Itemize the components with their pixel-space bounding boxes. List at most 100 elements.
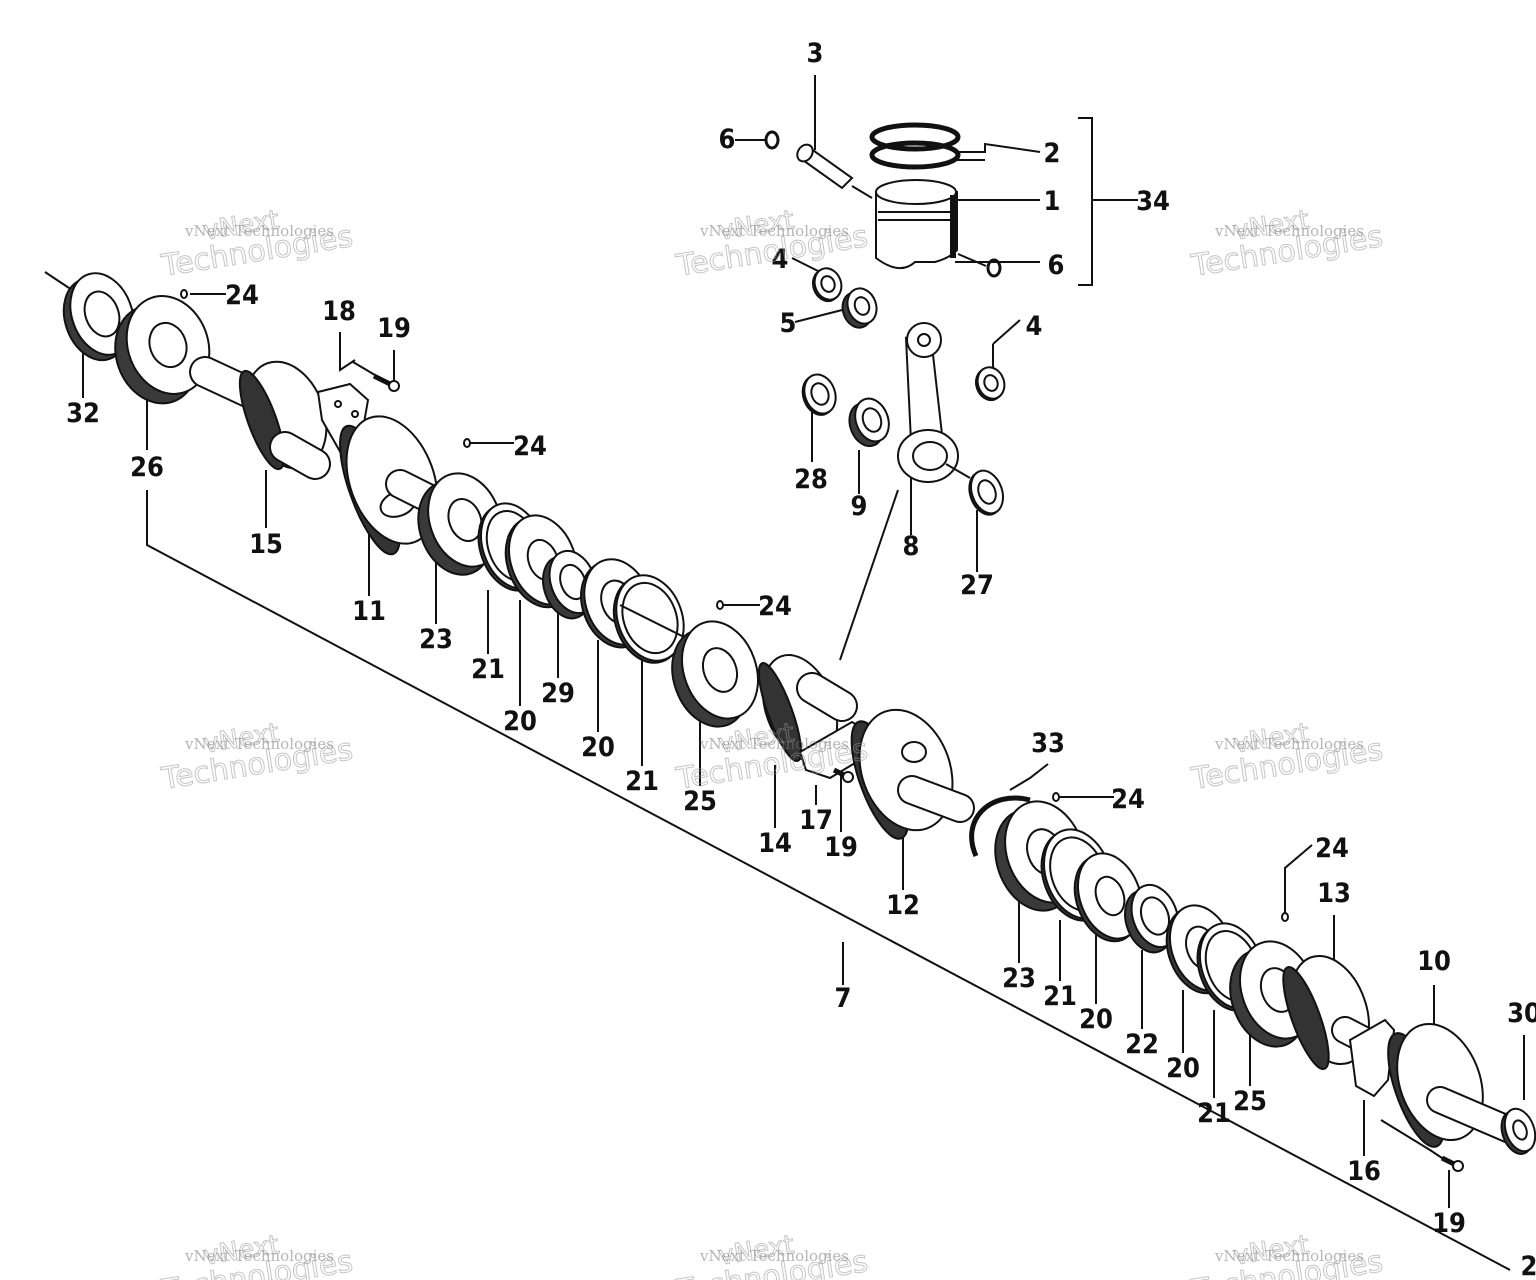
piston-crown	[875, 179, 957, 205]
callout-6-right: 6	[1048, 250, 1065, 281]
connecting-rod-big-bore	[912, 441, 948, 471]
snap-ring-21-b	[612, 574, 685, 664]
callout-partial-bottom-right: 2	[1521, 1251, 1536, 1280]
leader-line	[794, 307, 851, 323]
lock-plate-hole	[334, 400, 342, 408]
flywheel-12-hole	[901, 741, 927, 763]
leader-line	[1284, 844, 1313, 915]
snap-ring-21-b-bore	[621, 581, 679, 655]
needle-bearing-big-end	[848, 397, 890, 448]
callout-4-upper: 4	[772, 244, 789, 275]
ball-bearing-23-a-bore	[447, 497, 483, 543]
callout-20-d: 20	[1166, 1053, 1200, 1084]
leader-line	[146, 490, 1511, 1271]
callout-6-left: 6	[719, 124, 736, 155]
grease-point-24-a	[180, 289, 188, 299]
callout-24-a: 24	[225, 280, 259, 311]
leader-line	[44, 271, 73, 291]
callout-14: 14	[758, 828, 792, 859]
callout-4-right: 4	[1026, 311, 1043, 342]
leader-line	[1380, 1119, 1446, 1161]
nut-30-bore	[1512, 1119, 1528, 1141]
leader-line	[791, 257, 821, 273]
thrust-washer-right	[974, 366, 1006, 402]
screw-19-bottom-head	[1452, 1160, 1464, 1172]
callout-21-a: 21	[471, 654, 505, 685]
thrust-washer-28	[801, 373, 837, 416]
callout-8: 8	[903, 531, 920, 562]
nut-30	[1500, 1107, 1536, 1155]
screw-19-middle-head	[842, 771, 854, 783]
crank-pin-15	[269, 431, 331, 480]
callout-19-bottom: 19	[1432, 1208, 1466, 1239]
leader-line	[339, 332, 356, 372]
crank-pin-14-body	[798, 674, 856, 720]
callout-9: 9	[851, 491, 868, 522]
callout-7: 7	[835, 983, 852, 1014]
flywheel-12-face	[858, 708, 954, 832]
callout-24-b: 24	[513, 431, 547, 462]
callout-3: 3	[807, 38, 824, 69]
callout-34: 34	[1136, 186, 1170, 217]
grease-point-24-c	[716, 600, 724, 610]
callout-32: 32	[66, 398, 100, 429]
leader-line	[839, 489, 899, 661]
leader-line	[1009, 763, 1049, 791]
callout-11: 11	[352, 596, 386, 627]
screw-19-bottom	[1440, 1155, 1464, 1172]
callout-2: 2	[1044, 138, 1061, 169]
callout-30: 30	[1507, 998, 1536, 1029]
main-shaft-12	[897, 775, 975, 823]
callout-29: 29	[541, 678, 575, 709]
needle-bearing-small-end	[841, 287, 878, 329]
callout-19-middle: 19	[824, 832, 858, 863]
callout-16: 16	[1347, 1156, 1381, 1187]
callout-23-a: 23	[419, 624, 453, 655]
circlip-axis	[957, 253, 987, 267]
callout-24-d: 24	[1111, 784, 1145, 815]
crank-web-13-rim	[1282, 966, 1330, 1070]
ball-bearing-25-a	[671, 620, 759, 728]
callout-28: 28	[794, 464, 828, 495]
thrust-washer-upper-bore	[820, 275, 836, 293]
grease-point-24-b	[463, 438, 471, 448]
callout-27: 27	[960, 570, 994, 601]
callout-15: 15	[249, 529, 283, 560]
bearing-26-bore	[148, 321, 188, 369]
needle-bearing-big-end-bore	[861, 407, 883, 433]
main-shaft-12-body	[899, 777, 973, 821]
oil-seal-32	[62, 272, 135, 362]
bearing-26	[114, 295, 211, 405]
spacer-22-bore	[1139, 896, 1171, 936]
crank-pin-15-body	[271, 433, 329, 478]
callout-5: 5	[780, 308, 797, 339]
screw-19-top	[372, 373, 400, 392]
flywheel-12	[850, 708, 954, 840]
thrust-washer-upper	[811, 267, 843, 303]
leader-line	[992, 319, 1021, 345]
parts	[62, 122, 1536, 1172]
connecting-rod-small-bore	[917, 333, 931, 347]
leader-line	[1078, 117, 1093, 286]
ball-bearing-25-a-bore	[701, 647, 739, 693]
callout-21-c: 21	[1043, 981, 1077, 1012]
callout-25-a: 25	[683, 786, 717, 817]
callout-23-b: 23	[1002, 963, 1036, 994]
main-shaft-10	[1426, 1086, 1524, 1144]
crank-pin-14	[796, 672, 858, 722]
oil-seal-32-bore	[83, 290, 121, 338]
crank-web-14-rim	[757, 661, 803, 763]
flywheel-11	[339, 415, 439, 556]
callout-13: 13	[1317, 878, 1351, 909]
screw-19-middle	[832, 767, 854, 783]
callout-10: 10	[1417, 946, 1451, 977]
callout-21-d: 21	[1197, 1098, 1231, 1129]
piston-pin-axis	[851, 185, 873, 199]
callout-24-c: 24	[758, 591, 792, 622]
axis-line	[619, 604, 691, 641]
leader-line	[955, 142, 1041, 153]
screw-19-top-head	[388, 380, 400, 392]
